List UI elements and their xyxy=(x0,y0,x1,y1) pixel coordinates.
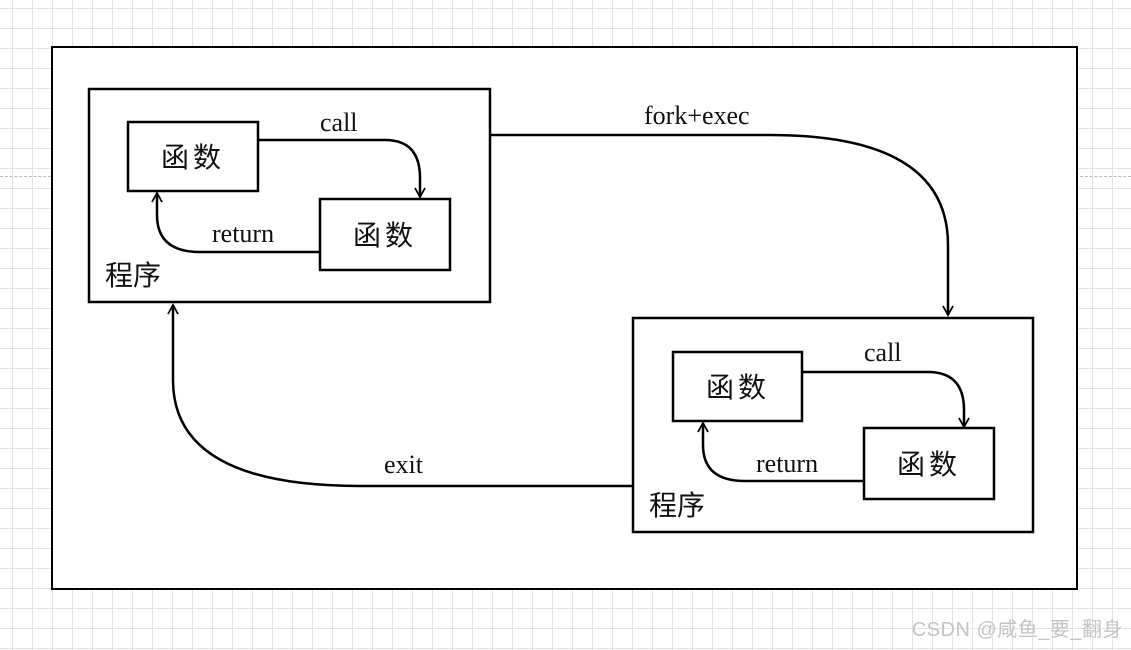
left-return-arrow xyxy=(151,191,320,254)
exit-arrow xyxy=(167,303,633,488)
left-function-b-label: 函数 xyxy=(353,220,417,252)
left-function-a-label: 函数 xyxy=(161,142,225,174)
left-function-a-box xyxy=(126,120,260,193)
guide-line-right xyxy=(1080,176,1131,177)
right-function-a-box xyxy=(671,350,804,423)
right-function-b-box xyxy=(862,426,996,501)
right-return-label: return xyxy=(756,449,818,478)
right-call-label: call xyxy=(864,338,902,367)
guide-line-left xyxy=(0,176,51,177)
fork-exec-label: fork+exec xyxy=(644,101,750,130)
exit-label: exit xyxy=(384,450,424,479)
left-call-arrow xyxy=(258,138,426,199)
left-function-b-box xyxy=(318,197,452,272)
left-return-label: return xyxy=(212,219,274,248)
fork-exec-arrow xyxy=(490,133,954,317)
left-program-group: 程序 函数 函数 call return xyxy=(87,87,492,304)
right-call-arrow xyxy=(802,370,970,429)
right-program-group: 程序 函数 函数 call return xyxy=(631,316,1035,534)
left-program-label: 程序 xyxy=(105,260,161,292)
right-program-label: 程序 xyxy=(649,490,705,522)
right-function-a-label: 函数 xyxy=(706,372,770,404)
right-return-arrow xyxy=(697,421,864,483)
left-call-label: call xyxy=(320,108,358,137)
watermark: CSDN @咸鱼_要_翻身 xyxy=(911,619,1123,641)
right-function-b-label: 函数 xyxy=(897,449,961,481)
